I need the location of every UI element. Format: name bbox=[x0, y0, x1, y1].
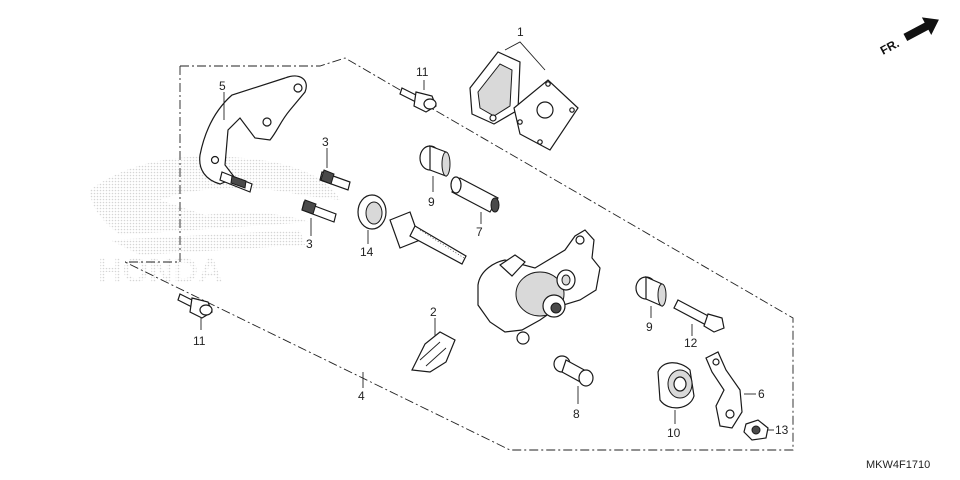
bleeder-screw-part bbox=[553, 355, 594, 387]
caliper-body-part bbox=[477, 229, 601, 345]
stay-part bbox=[705, 351, 743, 429]
front-direction-indicator: FR. bbox=[878, 17, 939, 58]
nut-part bbox=[743, 419, 769, 441]
pad-set-part bbox=[469, 51, 579, 151]
pad-spring-part bbox=[411, 331, 456, 373]
callout-bolt-lower: 3 bbox=[306, 237, 313, 251]
flange-bolt-bottom-part bbox=[177, 293, 213, 319]
callout-piston: 10 bbox=[667, 426, 681, 440]
piston-part bbox=[657, 362, 695, 409]
callout-boot-upper: 9 bbox=[428, 195, 435, 209]
callout-slide-pin: 7 bbox=[476, 225, 483, 239]
piston-seal-part bbox=[357, 194, 387, 230]
callout-bolt-12: 12 bbox=[684, 336, 698, 350]
callout-bleeder-screw: 8 bbox=[573, 407, 580, 421]
svg-text:FR.: FR. bbox=[878, 36, 902, 57]
caliper-bracket-part bbox=[199, 75, 307, 193]
boot-upper-part bbox=[419, 145, 451, 177]
callout-piston-seal: 14 bbox=[360, 245, 374, 259]
callout-pad-set: 1 bbox=[517, 25, 524, 39]
bolt-lower-part bbox=[301, 199, 337, 223]
bolt-upper-part bbox=[319, 169, 351, 191]
callout-caliper-bracket: 5 bbox=[219, 79, 226, 93]
honda-watermark-logo: HONDA bbox=[90, 156, 340, 290]
callout-bolt-upper: 3 bbox=[322, 135, 329, 149]
callout-nut: 13 bbox=[775, 423, 789, 437]
boot-right-part bbox=[635, 276, 667, 307]
assembly-outline bbox=[124, 57, 794, 451]
callout-bolt-top: 11 bbox=[416, 65, 429, 79]
slide-pin-part bbox=[450, 176, 500, 213]
callout-stay: 6 bbox=[758, 387, 765, 401]
callout-boot-right: 9 bbox=[646, 320, 653, 334]
svg-text:HONDA: HONDA bbox=[98, 252, 223, 290]
callout-pad-spring: 2 bbox=[430, 305, 437, 319]
bolt-12-part bbox=[673, 299, 725, 333]
callout-caliper-assembly: 4 bbox=[358, 389, 365, 403]
flange-bolt-top-part bbox=[399, 87, 437, 113]
caliper-pin-part bbox=[389, 211, 467, 265]
callout-bolt-bottom: 11 bbox=[193, 334, 206, 348]
drawing-code: MKW4F1710 bbox=[866, 459, 930, 471]
